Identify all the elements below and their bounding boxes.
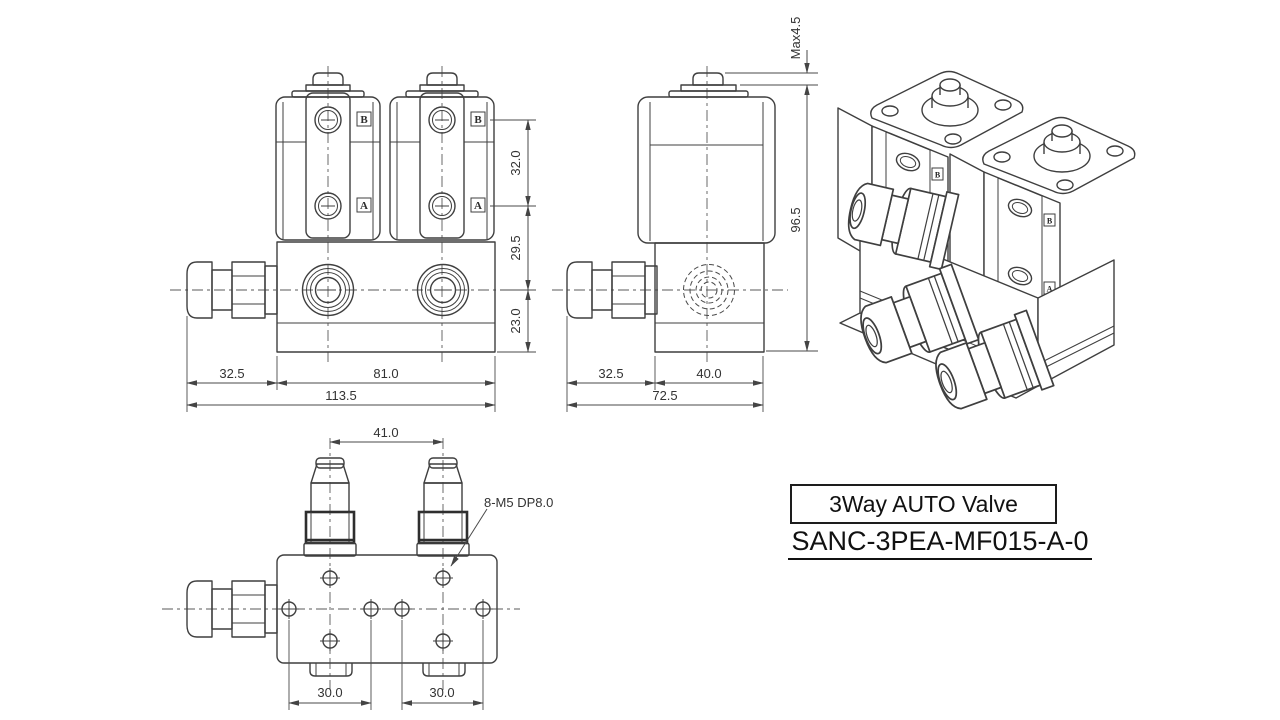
- thread-note: 8-M5 DP8.0: [484, 495, 553, 510]
- dim-side-fitting-length: 32.5: [598, 366, 623, 381]
- title-box: 3Way AUTO Valve: [790, 484, 1057, 524]
- dim-overall-width: 113.5: [325, 388, 357, 403]
- part-number-wrap: SANC-3PEA-MF015-A-0: [760, 526, 1120, 560]
- side-view: Max4.5 96.5 32.5 40.0 72.5: [552, 17, 818, 412]
- dim-fitting-spacing: 41.0: [373, 425, 398, 440]
- dim-hole-spacing-left: 30.0: [317, 685, 342, 700]
- side-base-block: [654, 242, 765, 353]
- dim-fitting-length: 32.5: [219, 366, 244, 381]
- front-base-port-1: [301, 263, 355, 317]
- dim-port-to-base-port: 29.5: [508, 235, 523, 260]
- side-hidden-port: [683, 264, 735, 316]
- front-base-port-2: [416, 263, 470, 317]
- side-dimensions-bottom: 32.5 40.0 72.5: [566, 316, 764, 412]
- dim-button-height: Max4.5: [788, 17, 803, 60]
- dim-base-depth: 40.0: [696, 366, 721, 381]
- front-base-block: [276, 241, 496, 353]
- front-dimensions-right: 32.0 29.5 23.0: [490, 119, 536, 353]
- front-valve-2: [389, 65, 495, 363]
- front-view: 32.0 29.5 23.0 32.5 81.0 113.5: [170, 65, 536, 412]
- bottom-plate: [276, 554, 498, 677]
- dim-overall-depth: 72.5: [652, 388, 677, 403]
- bottom-lug-2: [422, 662, 466, 677]
- dim-port-spacing: 32.0: [508, 150, 523, 175]
- drawing-title: 3Way AUTO Valve: [829, 490, 1018, 517]
- dim-base-width: 81.0: [373, 366, 398, 381]
- bottom-view: 41.0 8-M5 DP8.0 30.0 30.0: [162, 425, 553, 710]
- dim-body-height: 96.5: [788, 207, 803, 232]
- front-dimensions-bottom: 32.5 81.0 113.5: [186, 316, 496, 412]
- isometric-view: [837, 70, 1136, 423]
- dim-base-port-to-bottom: 23.0: [508, 308, 523, 333]
- bottom-lug-1: [309, 662, 353, 677]
- side-dimensions-right: Max4.5 96.5: [725, 17, 818, 352]
- bottom-dimensions: 41.0 8-M5 DP8.0 30.0 30.0: [288, 425, 553, 710]
- side-valve-body: [637, 72, 776, 244]
- front-valve-1: [275, 65, 381, 363]
- part-number: SANC-3PEA-MF015-A-0: [788, 526, 1092, 560]
- dim-hole-spacing-right: 30.0: [429, 685, 454, 700]
